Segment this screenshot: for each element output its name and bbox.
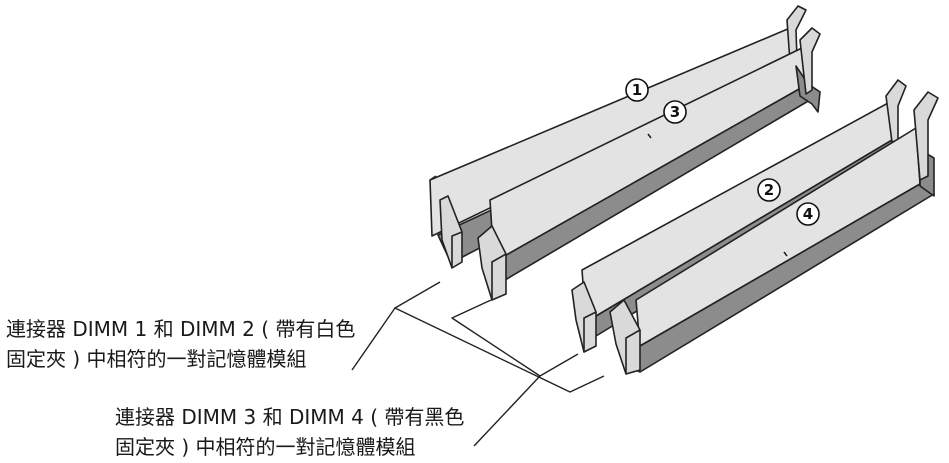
callout-4: 4 <box>796 202 820 226</box>
caption-dimm-1-2-line2: 固定夾 ) 中相符的一對記憶體模組 <box>6 347 307 371</box>
callout-2: 2 <box>757 178 781 202</box>
callout-badges: 1 3 2 4 <box>625 78 820 226</box>
caption-dimm-1-2-line1: 連接器 DIMM 1 和 DIMM 2 ( 帶有白色 <box>6 317 356 341</box>
svg-text:2: 2 <box>764 181 774 199</box>
dimm-slot-3 <box>477 27 821 301</box>
callout-3: 3 <box>663 100 687 124</box>
pair-b-leader <box>451 299 579 447</box>
dimm-slot-4 <box>609 91 939 375</box>
caption-dimm-1-2: 連接器 DIMM 1 和 DIMM 2 ( 帶有白色 固定夾 ) 中相符的一對記… <box>6 314 355 374</box>
pair-a-leader <box>351 281 605 393</box>
svg-text:1: 1 <box>632 81 642 99</box>
callout-1: 1 <box>625 78 649 102</box>
svg-text:3: 3 <box>670 103 680 121</box>
caption-dimm-3-4-line2: 固定夾 ) 中相符的一對記憶體模組 <box>115 435 416 459</box>
svg-text:4: 4 <box>803 205 813 223</box>
caption-dimm-3-4: 連接器 DIMM 3 和 DIMM 4 ( 帶有黑色 固定夾 ) 中相符的一對記… <box>115 402 464 462</box>
caption-dimm-3-4-line1: 連接器 DIMM 3 和 DIMM 4 ( 帶有黑色 <box>115 405 465 429</box>
